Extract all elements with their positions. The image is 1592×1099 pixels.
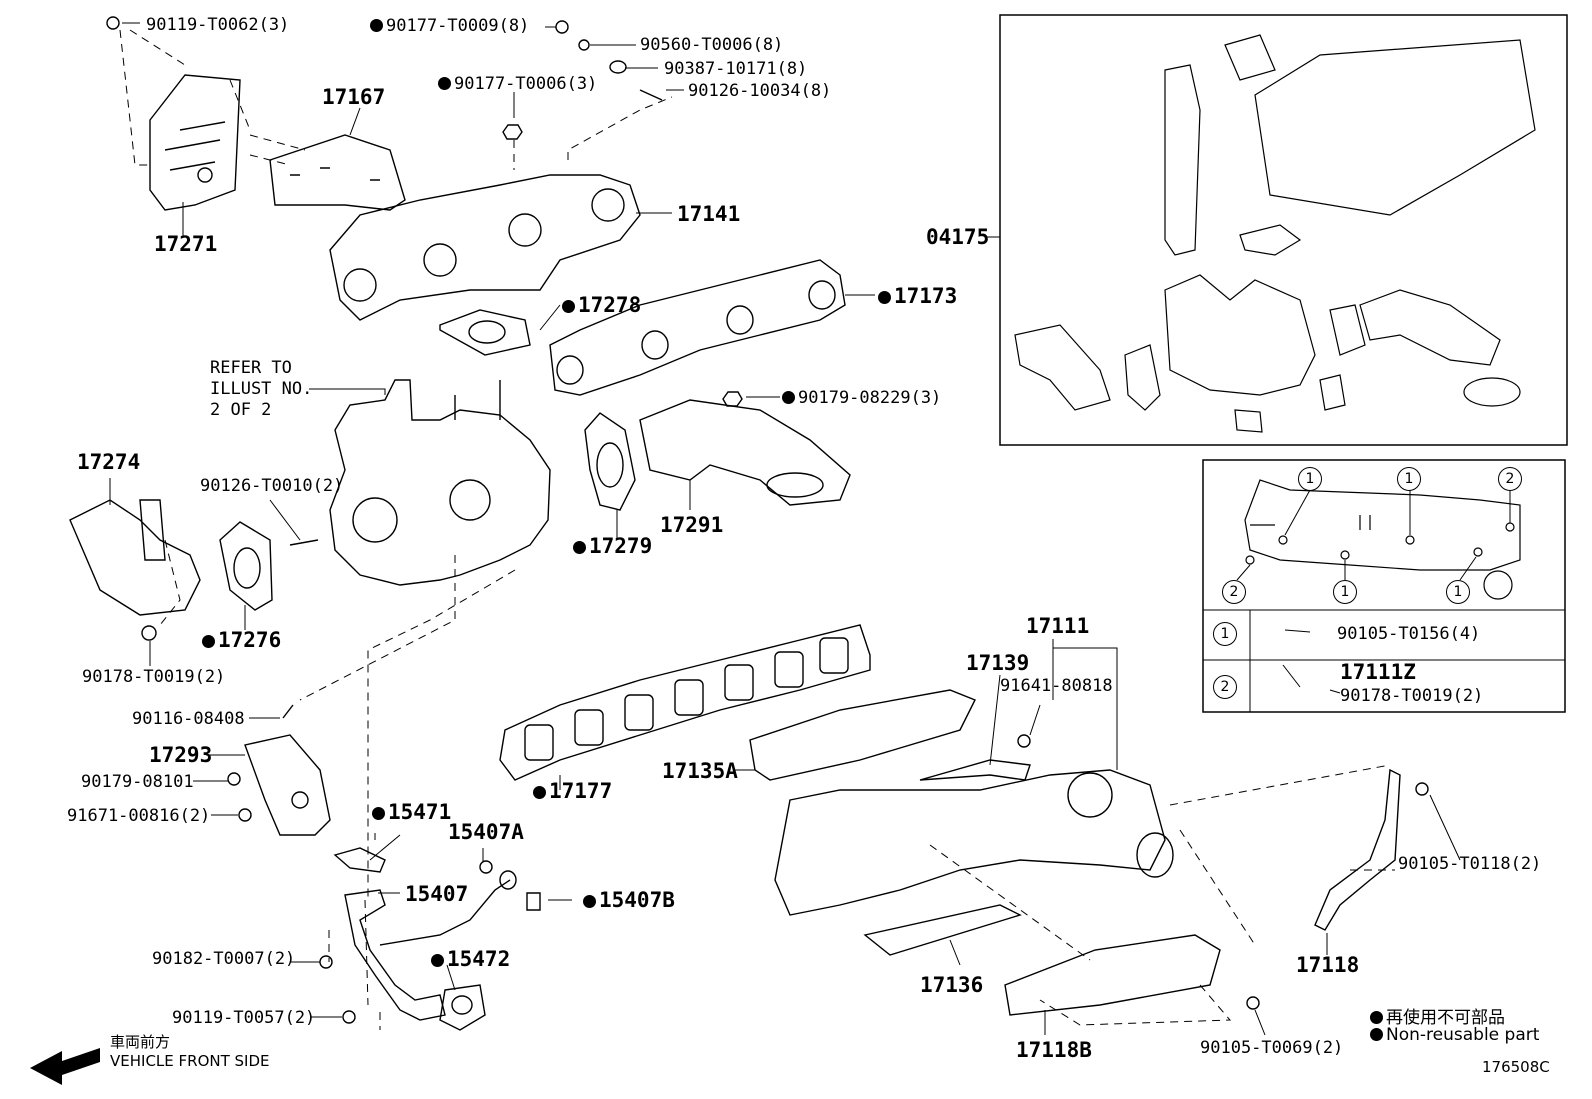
label-17278: 17278 — [562, 295, 641, 316]
front-label-jp: 車両前方 — [110, 1033, 171, 1051]
label-17118B: 17118B — [1016, 1038, 1092, 1062]
label-17139: 17139 — [966, 651, 1030, 675]
gasket-17173-shape — [549, 259, 846, 396]
label-90387-10171: 90387-10171(8) — [664, 59, 808, 79]
exhaust-pipe-shape — [639, 399, 851, 506]
gasket-15471-shape — [333, 847, 386, 873]
callout-1a: 1 — [1298, 467, 1322, 491]
label-90119-T0062: 90119-T0062(3) — [146, 15, 290, 35]
front-label: 車両前方 VEHICLE FRONT SIDE — [110, 1033, 270, 1071]
label-90126-10034: 90126-10034(8) — [688, 81, 832, 101]
callout-1d: 1 — [1446, 580, 1470, 604]
table-row1-part: 90105-T0156(4) — [1337, 624, 1481, 644]
gasket-17276-shape — [219, 521, 273, 611]
manifold-17111-shape — [774, 769, 1166, 916]
label-15407B: 15407B — [583, 890, 675, 911]
insulator-17135a-shape — [749, 689, 976, 781]
gasket-17278-shape — [439, 309, 531, 356]
label-15472: 15472 — [431, 949, 510, 970]
heat-insulator-shape — [149, 74, 241, 211]
gasket-17177-shape — [499, 624, 871, 781]
refer-note-line3: 2 OF 2 — [210, 400, 272, 420]
label-90126-T0010: 90126-T0010(2) — [200, 476, 344, 496]
label-91641-80818: 91641-80818 — [1000, 676, 1113, 696]
label-17118: 17118 — [1296, 953, 1360, 977]
label-90105-T0118: 90105-T0118(2) — [1398, 854, 1542, 874]
table-row2-num: 2 — [1213, 675, 1237, 699]
legend-jp: 再使用不可部品 — [1370, 1003, 1505, 1028]
refer-note-line2: ILLUST NO. — [210, 379, 313, 399]
label-90116-08408: 90116-08408 — [132, 709, 245, 729]
label-91671-00816: 91671-00816(2) — [67, 806, 211, 826]
label-90105-T0069: 90105-T0069(2) — [1200, 1038, 1344, 1058]
table-row1-num: 1 — [1213, 622, 1237, 646]
label-17177: 17177 — [533, 781, 612, 802]
gasket-15472-shape — [439, 984, 486, 1031]
label-17271: 17271 — [154, 232, 218, 256]
label-17279: 17279 — [573, 536, 652, 557]
insulator-17118b-shape — [1004, 934, 1221, 1016]
label-17167: 17167 — [322, 85, 386, 109]
label-17274: 17274 — [77, 450, 141, 474]
front-arrow-shape — [30, 1048, 100, 1085]
label-15407A: 15407A — [448, 820, 524, 844]
bolt-table-frame — [1202, 459, 1566, 713]
label-90177-T0006: 90177-T0006(3) — [438, 76, 597, 93]
label-17291: 17291 — [660, 513, 724, 537]
label-90177-T0009: 90177-T0009(8) — [370, 18, 529, 35]
label-90178-T0019: 90178-T0019(2) — [82, 667, 226, 687]
diagram-code: 176508C — [1482, 1058, 1550, 1076]
front-label-en: VEHICLE FRONT SIDE — [110, 1051, 270, 1070]
refer-note-line1: REFER TO — [210, 358, 292, 378]
label-17141: 17141 — [677, 202, 741, 226]
bracket-17293-shape — [244, 734, 331, 836]
insulator-17136-shape — [863, 904, 1022, 956]
table-row2-part-b: 90178-T0019(2) — [1340, 686, 1484, 706]
label-17293: 17293 — [149, 743, 213, 767]
exhaust-manifold-shape — [329, 174, 641, 321]
inlet-pipe-shape — [69, 499, 201, 616]
turbocharger-shape — [329, 379, 551, 586]
label-04175: 04175 — [926, 225, 990, 249]
callout-2b: 2 — [1222, 580, 1246, 604]
label-90560-T0006: 90560-T0006(8) — [640, 35, 784, 55]
label-90119-T0057: 90119-T0057(2) — [172, 1008, 316, 1028]
callout-2a: 2 — [1498, 467, 1522, 491]
label-90179-08229: 90179-08229(3) — [782, 390, 941, 407]
label-17173: 17173 — [878, 286, 957, 307]
label-15407: 15407 — [405, 882, 469, 906]
label-90182-T0007: 90182-T0007(2) — [152, 949, 296, 969]
label-17111: 17111 — [1026, 614, 1090, 638]
label-17136: 17136 — [920, 973, 984, 997]
callout-1c: 1 — [1333, 580, 1357, 604]
egr-pipe-shape — [344, 889, 446, 1021]
legend-en: Non-reusable part — [1370, 1025, 1539, 1045]
label-17276: 17276 — [202, 630, 281, 651]
label-17135A: 17135A — [662, 759, 738, 783]
label-90179-08101: 90179-08101 — [81, 772, 194, 792]
gasket-17279-shape — [584, 412, 636, 511]
table-row2-part-a: 17111Z — [1340, 660, 1416, 684]
callout-1b: 1 — [1397, 467, 1421, 491]
assembly-inset-frame — [999, 14, 1568, 446]
bracket-17118-shape — [1314, 768, 1401, 931]
manifold-insulator-shape — [269, 134, 406, 211]
label-15471: 15471 — [372, 802, 451, 823]
